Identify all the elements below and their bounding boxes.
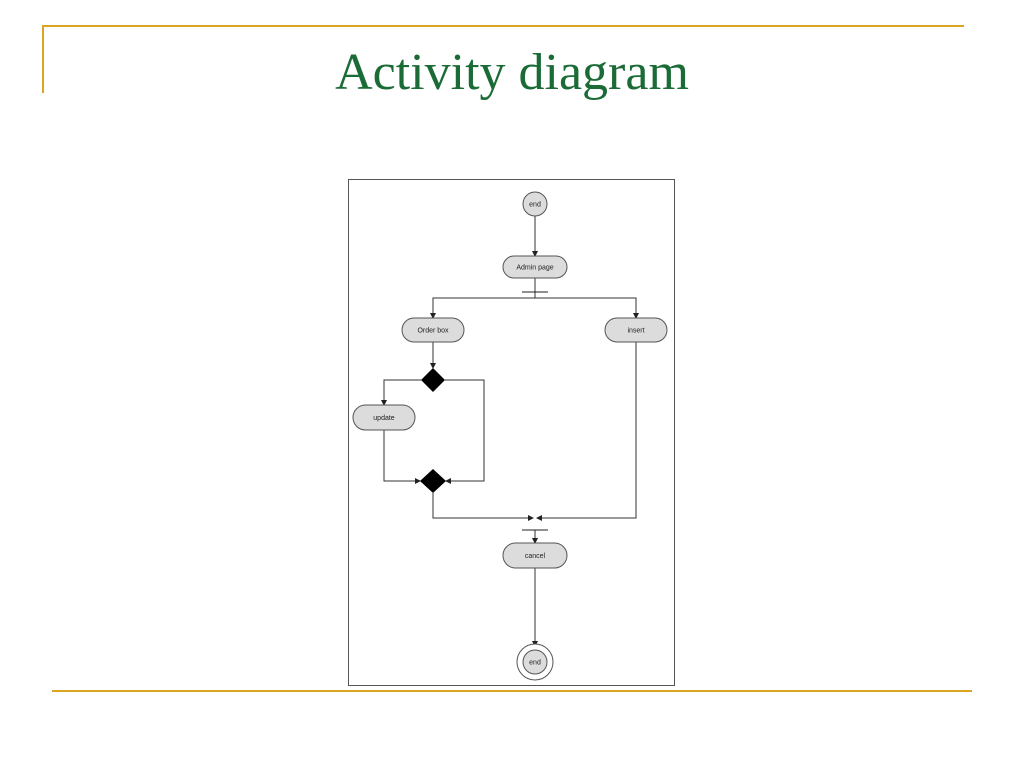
diagram-edges <box>381 216 639 647</box>
activity-admin-page: Admin page <box>502 255 568 279</box>
activity-order-box: Order box <box>401 317 465 343</box>
activity-update-label: update <box>373 415 395 422</box>
activity-cancel-label: cancel <box>525 553 546 560</box>
slide-frame-left-rule <box>42 25 44 93</box>
slide-frame-top-rule <box>43 25 964 27</box>
slide-title: Activity diagram <box>335 44 689 101</box>
edge-insert-to-join <box>536 342 637 521</box>
edge-merge-to-join <box>432 493 534 521</box>
end-node: end <box>516 643 554 681</box>
activity-order-box-label: Order box <box>417 328 449 335</box>
activity-cancel: cancel <box>502 542 568 569</box>
activity-update: update <box>352 404 416 431</box>
start-node: end <box>522 191 548 217</box>
edge-fork-to-insert <box>535 297 639 319</box>
edge-fork-to-orderbox <box>430 297 535 319</box>
slide-footer-rule <box>52 690 972 692</box>
edge-update-to-merge <box>383 430 421 484</box>
start-node-label: end <box>529 202 541 209</box>
edge-decision-bypass-to-merge <box>445 379 485 484</box>
activity-insert: insert <box>604 317 668 343</box>
activity-insert-label: insert <box>627 328 644 335</box>
decision-node <box>421 368 445 392</box>
edge-decision-to-update <box>381 379 421 406</box>
end-node-label: end <box>529 660 541 667</box>
activity-admin-page-label: Admin page <box>516 265 553 272</box>
merge-node <box>420 469 446 493</box>
